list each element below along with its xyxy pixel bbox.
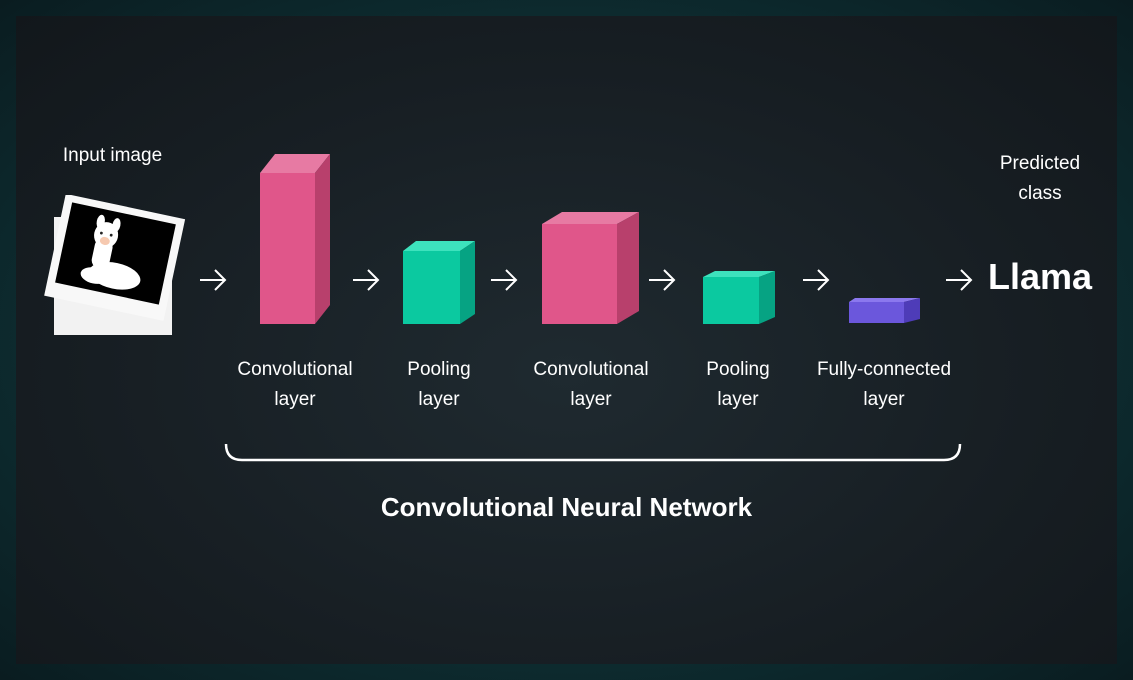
arrow-icon	[946, 269, 973, 291]
arrow-icon	[200, 269, 227, 291]
network-bracket	[224, 443, 962, 462]
arrow-icon	[649, 269, 676, 291]
arrow-icon	[353, 269, 380, 291]
input-image-photo	[44, 195, 186, 335]
diagram-panel	[16, 16, 1117, 664]
input-image-label: Input image	[62, 145, 163, 166]
layer-label: Pooling layer	[706, 359, 770, 410]
convolutional-layer-block	[260, 154, 330, 324]
layer-label: Convolutional layer	[237, 359, 353, 410]
fully-connected-layer-block	[849, 298, 920, 323]
arrow-icon	[491, 269, 518, 291]
arrow-icon	[803, 269, 830, 291]
predicted-class-label: Predicted class	[999, 153, 1081, 204]
layer-label: Pooling layer	[407, 359, 471, 410]
layer-label: Convolutional layer	[533, 359, 649, 410]
predicted-class-value: Llama	[987, 256, 1093, 297]
convolutional-layer-block	[542, 212, 639, 324]
pooling-layer-block	[403, 241, 475, 324]
pooling-layer-block	[703, 271, 775, 324]
layer-label: Fully-connected layer	[816, 359, 952, 410]
network-title: Convolutional Neural Network	[380, 492, 753, 522]
